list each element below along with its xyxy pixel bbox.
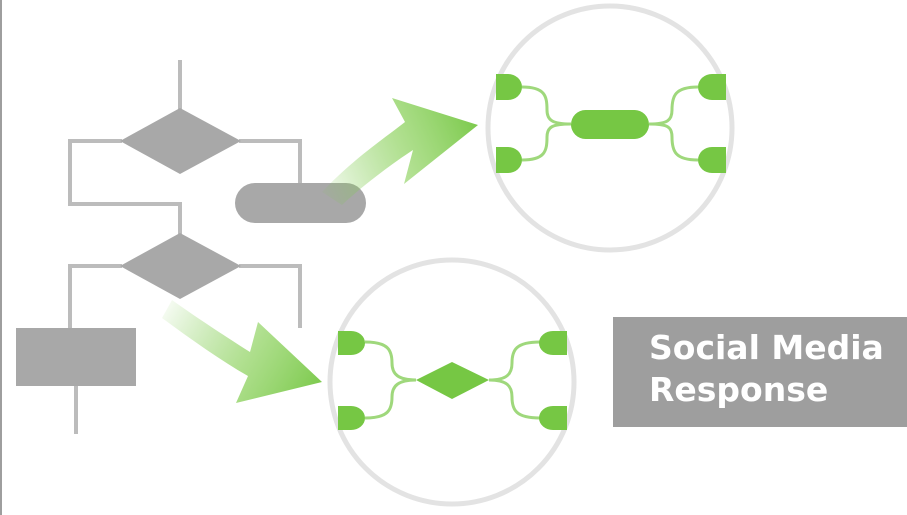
connector-left-loop (68, 139, 182, 234)
title-line-2: Response (649, 370, 829, 409)
branch-line (364, 378, 417, 420)
branch-line (364, 340, 417, 382)
terminal-node-green (571, 110, 649, 139)
branch-line (648, 122, 699, 162)
input-node-bottom-left (338, 406, 365, 430)
input-node-top-left (338, 331, 365, 355)
connector-right-to-terminal (239, 139, 302, 185)
branch-line (488, 378, 541, 420)
connector-right-down (239, 264, 302, 328)
branch-line (521, 122, 572, 162)
output-node-top-right (698, 74, 726, 100)
branch-line (488, 340, 541, 382)
flowchart-connectors (68, 60, 302, 434)
branch-line (648, 85, 699, 126)
decision-diamond-top (120, 108, 241, 174)
zoom-circle-terminal (485, 3, 735, 253)
output-node-bottom-right (698, 147, 726, 173)
output-node-top-right (539, 331, 567, 355)
process-box (16, 328, 136, 386)
left-edge-rule (0, 0, 2, 515)
title-line-1: Social Media (649, 328, 884, 367)
input-node-top-left (496, 74, 522, 100)
output-node-bottom-right (539, 406, 567, 430)
zoom-circle-decision (327, 257, 577, 507)
decision-node-green (416, 362, 489, 399)
connector-left-to-process (68, 264, 122, 330)
zoom-arrow-upper (322, 98, 478, 205)
zoom-arrow-lower (162, 300, 322, 403)
title-box: Social Media Response (613, 317, 907, 427)
input-node-bottom-left (496, 147, 522, 173)
decision-diamond-bottom (120, 233, 241, 299)
branch-line (521, 85, 572, 126)
